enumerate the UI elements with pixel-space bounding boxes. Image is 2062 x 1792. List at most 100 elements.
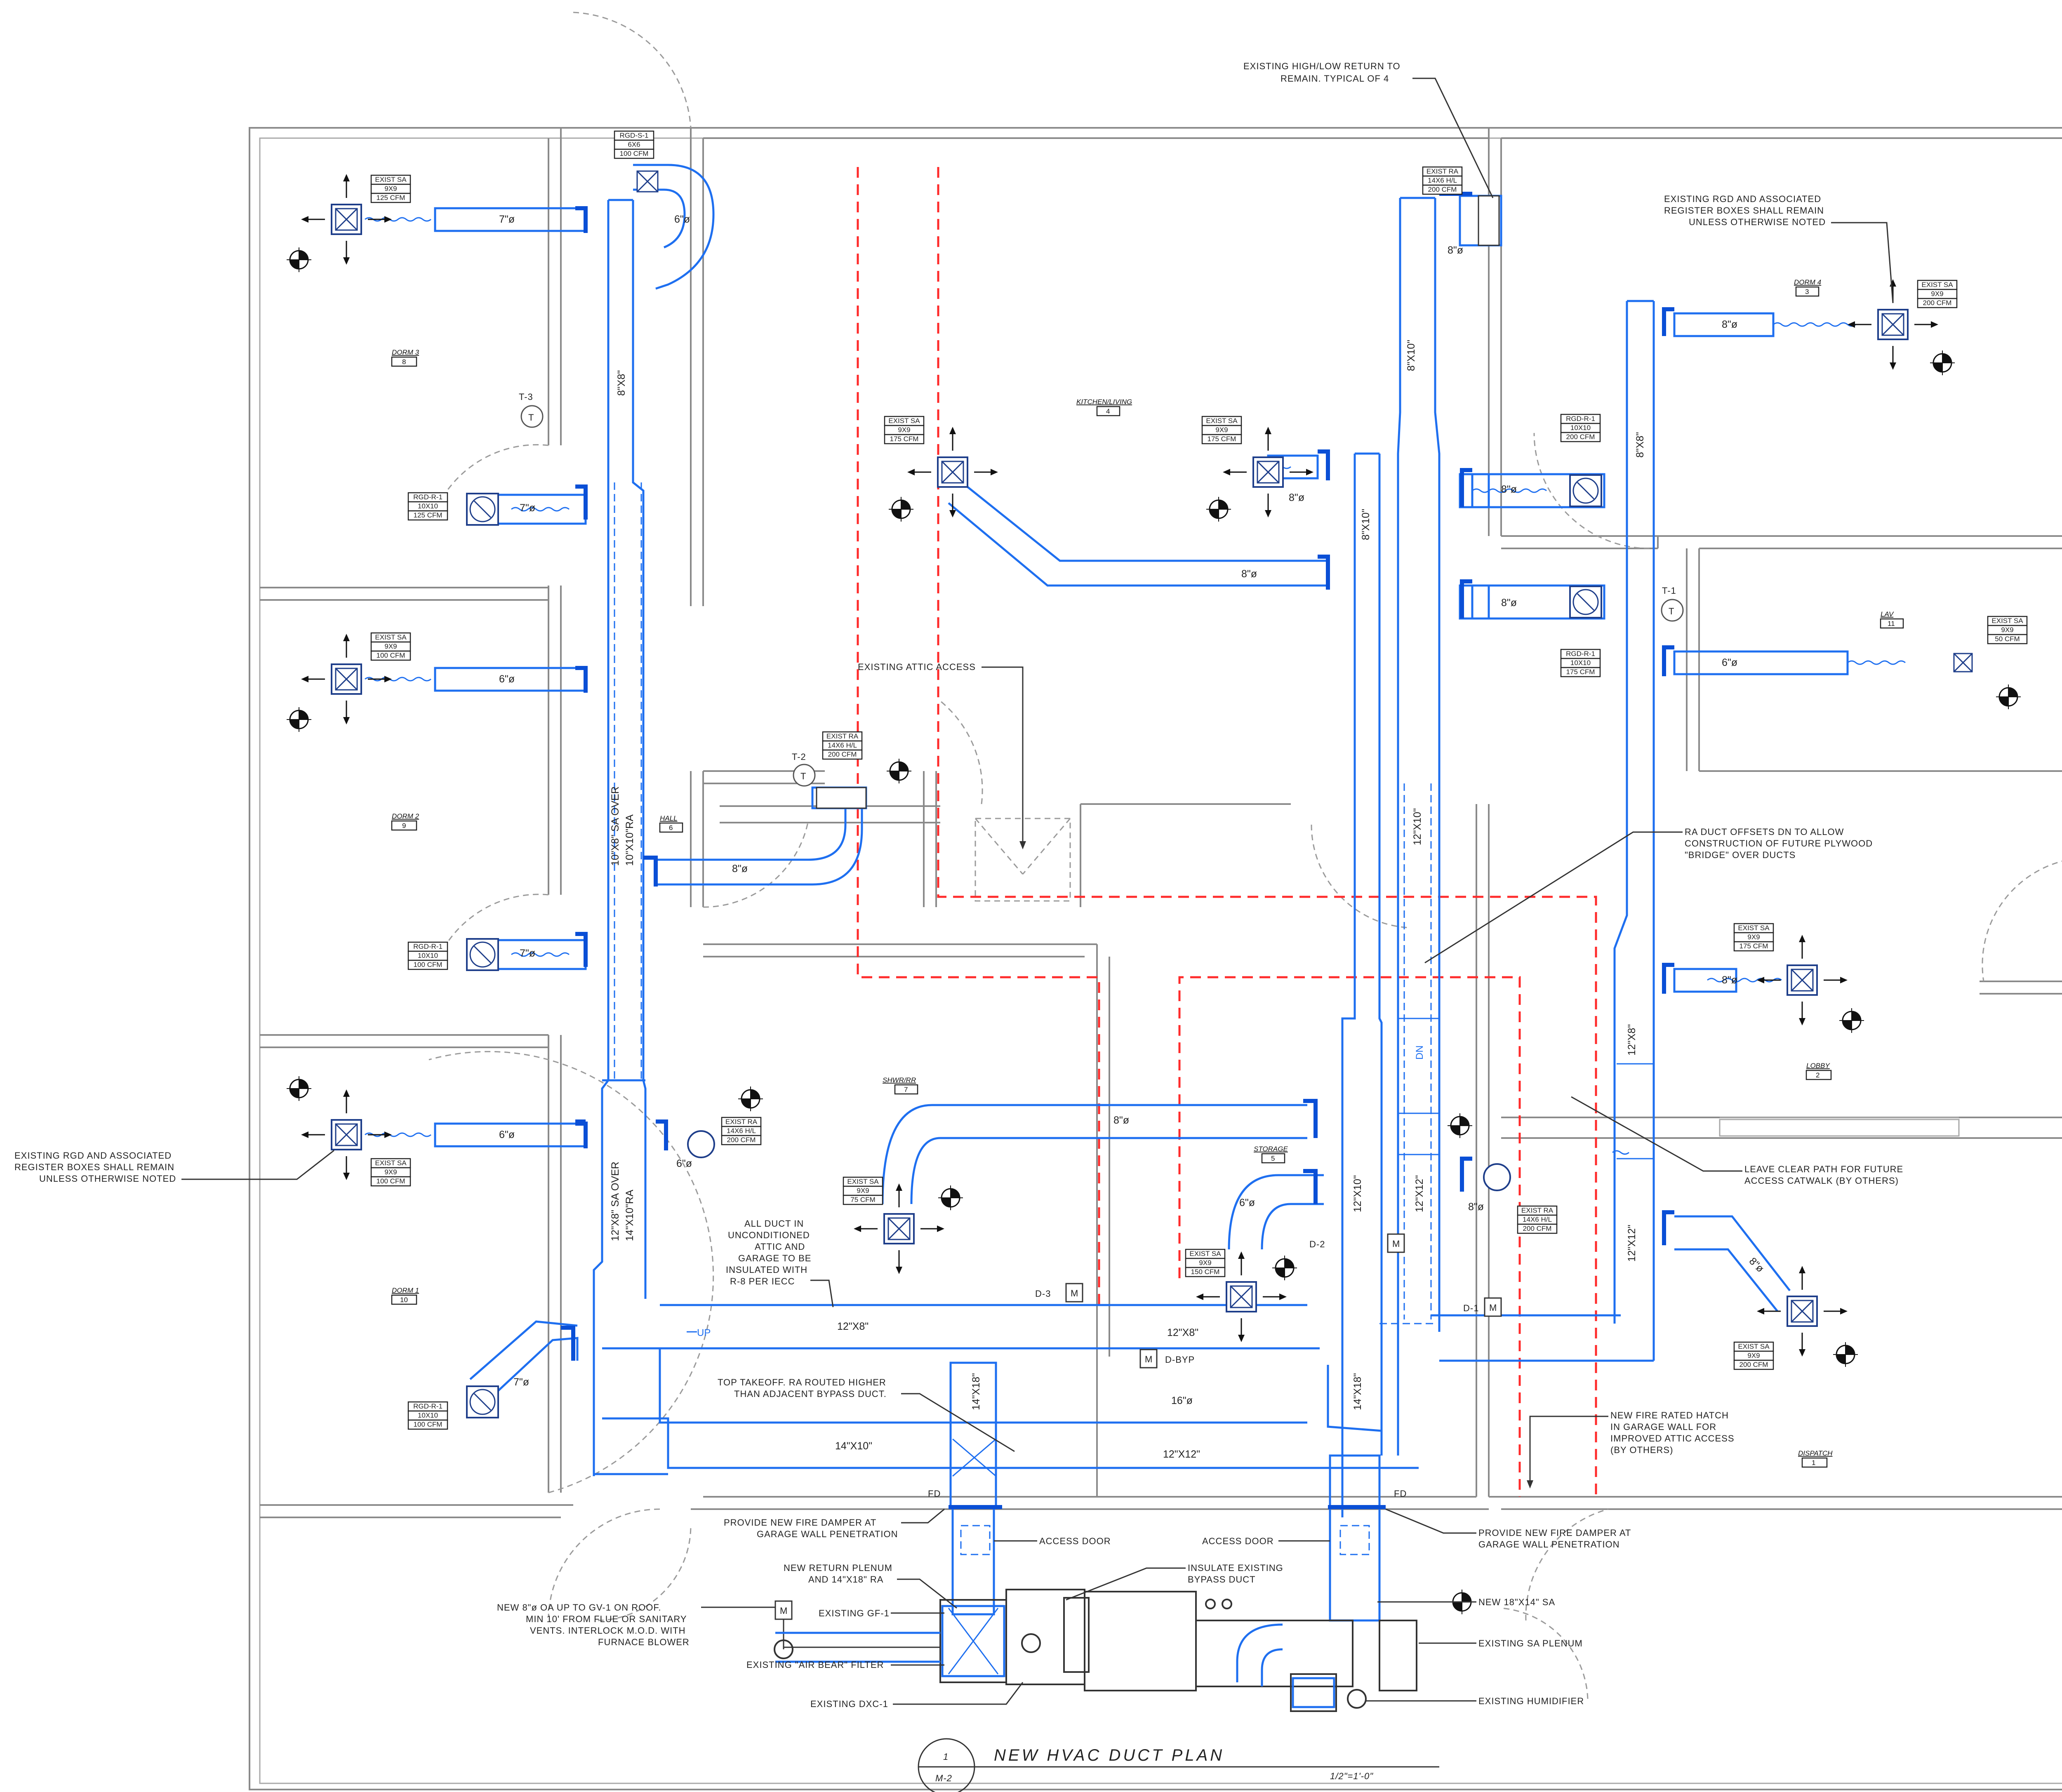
equipment-tag-line: EXIST SA <box>375 176 407 183</box>
note-text: GARAGE WALL PENETRATION <box>757 1529 898 1539</box>
m-label-oa: M <box>780 1606 788 1616</box>
door-swings <box>428 12 2062 1699</box>
equipment-tag-line: RGD-S-1 <box>620 132 649 139</box>
note-text: NEW RETURN PLENUM <box>784 1563 892 1573</box>
note-text: VENTS. INTERLOCK M.O.D. WITH <box>530 1625 686 1636</box>
equipment-tag-line: 100 CFM <box>377 1177 405 1185</box>
equipment-tag-line: 10X10 <box>418 502 438 510</box>
size-label: 12"X10" <box>1352 1175 1363 1212</box>
equipment-tag-line: 150 CFM <box>1191 1268 1220 1276</box>
note-text: IMPROVED ATTIC ACCESS <box>1610 1433 1735 1444</box>
note-text: "BRIDGE" OVER DUCTS <box>1685 850 1796 860</box>
sheet-ref: M-2 <box>935 1773 952 1783</box>
size-label: 10"X10"RA <box>624 814 636 866</box>
size-label: 8"ø <box>1113 1115 1129 1126</box>
note-text: UNLESS OTHERWISE NOTED <box>1689 217 1826 227</box>
dn-arrow-label: DN <box>1414 1045 1425 1060</box>
note-text: NEW 18"X14" SA <box>1478 1597 1555 1607</box>
dbyp-label: D-BYP <box>1165 1355 1195 1365</box>
size-label: 8"ø <box>1501 597 1517 609</box>
note-text: EXISTING ATTIC ACCESS <box>858 662 976 672</box>
note-text: INSULATE EXISTING <box>1188 1563 1283 1573</box>
room-name: DORM 2 <box>392 812 419 820</box>
equipment-tag-line: 9X9 <box>898 426 910 434</box>
equipment-tag-line: EXIST RA <box>1426 167 1459 175</box>
equipment-tag-line: EXIST SA <box>375 633 407 641</box>
equipment-tag-line: 200 CFM <box>828 750 857 758</box>
note-text: EXISTING RGD AND ASSOCIATED <box>1664 194 1821 204</box>
size-label: 12"X12" <box>1626 1225 1638 1262</box>
room-number: 10 <box>400 1296 408 1304</box>
room-number: 11 <box>1888 620 1895 628</box>
general-notes: EXISTING HIGH/LOW RETURN TO REMAIN. TYPI… <box>14 61 1903 1709</box>
note-text: PROVIDE NEW FIRE DAMPER AT <box>724 1517 876 1528</box>
note-text: ATTIC AND <box>755 1242 805 1252</box>
size-label: 12"X8" <box>837 1321 869 1332</box>
note-text: REGISTER BOXES SHALL REMAIN <box>14 1162 174 1172</box>
motorized-dampers: M M M M M D-3 D-2 D-1 D-BYP FD FD <box>774 1233 1502 1620</box>
size-label: 8"ø <box>732 863 748 875</box>
building-walls <box>249 127 2062 1790</box>
room-name: KITCHEN/LIVING <box>1076 398 1132 406</box>
equipment-tag-line: 50 CFM <box>1995 635 2020 643</box>
note-text: REGISTER BOXES SHALL REMAIN <box>1664 205 1824 216</box>
d1-label: D-1 <box>1463 1303 1479 1313</box>
note-text: CONSTRUCTION OF FUTURE PLYWOOD <box>1685 838 1873 849</box>
equipment-tag-line: 14X6 H/L <box>828 741 857 749</box>
equipment-tag-line: 200 CFM <box>1923 299 1952 307</box>
note-text: ACCESS DOOR <box>1039 1536 1111 1546</box>
room-number: 3 <box>1805 288 1809 296</box>
equipment-tag-line: EXIST SA <box>1991 617 2023 625</box>
fd1-label: FD <box>928 1489 941 1499</box>
room-name: STORAGE <box>1254 1145 1288 1153</box>
note-text: TOP TAKEOFF. RA ROUTED HIGHER <box>718 1377 886 1388</box>
room-name: DORM 3 <box>392 348 419 356</box>
equipment-tag-line: 175 CFM <box>1740 942 1768 950</box>
equipment-tag-line: RGD-R-1 <box>1566 650 1595 658</box>
room-number: 6 <box>669 824 673 832</box>
equipment-tag-line: 200 CFM <box>1428 186 1457 193</box>
equipment-tag-line: EXIST SA <box>847 1178 879 1185</box>
equipment-tag-line: 10X10 <box>1570 424 1591 432</box>
drawing-scale: 1/2"=1'-0" <box>1330 1771 1373 1781</box>
equipment-tag-line: 9X9 <box>1747 1352 1760 1359</box>
room-name: LAV <box>1881 610 1894 618</box>
note-text: MIN 10' FROM FLUE OR SANITARY <box>526 1614 687 1624</box>
equipment-tag-line: 200 CFM <box>1523 1225 1552 1232</box>
size-label: 6"ø <box>499 1129 515 1141</box>
equipment-tag-line: EXIST SA <box>375 1159 407 1167</box>
note-text: UNCONDITIONED <box>728 1230 810 1240</box>
room-number: 9 <box>402 822 406 830</box>
equipment-tag-line: 175 CFM <box>1208 435 1236 443</box>
size-label: 16"ø <box>1171 1395 1193 1406</box>
size-label: 14"X18" <box>970 1373 982 1410</box>
room-name: HALL <box>660 814 678 822</box>
room-labels: DORM 3 8 DORM 2 9 DORM 1 10 HALL 6 KITCH… <box>391 278 1904 1468</box>
duct-size-labels: 7"ø 6"ø 8"X8" 7"ø 6"ø 10"X8" SA OVER 10"… <box>499 214 1766 1460</box>
room-number: 5 <box>1271 1155 1275 1162</box>
equipment-tag-line: EXIST SA <box>1738 1343 1770 1350</box>
room-name: DISPATCH <box>1798 1449 1833 1457</box>
size-label: 6"ø <box>674 214 690 225</box>
size-label: 14"X10"RA <box>624 1190 636 1241</box>
size-label: 8"X10" <box>1360 509 1372 540</box>
size-label: 8"ø <box>1722 974 1737 986</box>
equipment-tag-line: 9X9 <box>1199 1259 1211 1267</box>
size-label: 8"ø <box>1448 245 1463 256</box>
size-label: 7"ø <box>520 502 535 514</box>
d3-label: D-3 <box>1035 1289 1051 1299</box>
equipment-tag-line: 100 CFM <box>414 1420 443 1428</box>
equipment-tag-line: 100 CFM <box>377 651 405 659</box>
t3-symbol: T <box>528 412 534 423</box>
note-text: (BY OTHERS) <box>1610 1445 1673 1455</box>
size-label: 6"ø <box>676 1158 692 1169</box>
size-label: 8"ø <box>1747 1255 1766 1275</box>
note-text: R-8 PER IECC <box>730 1276 795 1286</box>
size-label: 12"X8" <box>1626 1024 1638 1056</box>
